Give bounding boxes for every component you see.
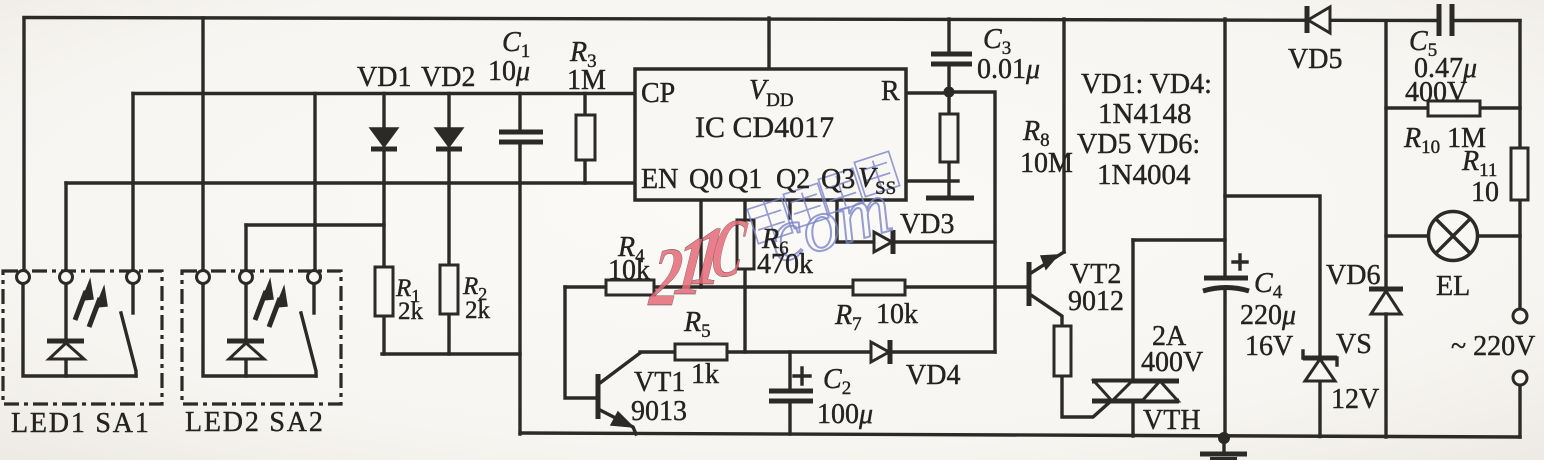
svg-text:CP: CP [641,78,675,109]
svg-text:C4: C4 [1254,268,1283,303]
svg-text:VDD: VDD [749,75,794,111]
svg-text:10k: 10k [876,299,918,330]
svg-text:IC CD4017: IC CD4017 [695,111,834,144]
svg-text:LED1 SA1: LED1 SA1 [11,408,151,439]
svg-text:VT2: VT2 [1070,259,1121,290]
svg-text:VTH: VTH [1143,405,1201,436]
svg-text:EL: EL [1436,271,1470,302]
svg-text:220μ: 220μ [1240,300,1296,331]
svg-text:9012: 9012 [1068,286,1124,317]
svg-text:2k: 2k [465,297,491,324]
svg-text:VD1: VD1 [357,62,411,93]
svg-text:Q1: Q1 [728,164,762,195]
svg-text:1M: 1M [567,65,606,96]
svg-text:R: R [881,76,900,107]
svg-text:400V: 400V [1141,347,1203,378]
svg-text:9013: 9013 [631,396,687,427]
svg-text:10M: 10M [1020,148,1073,179]
svg-text:~ 220V: ~ 220V [1451,331,1535,362]
svg-text:VD2: VD2 [421,62,475,93]
svg-text:R7: R7 [834,300,862,335]
svg-text:Q2: Q2 [776,164,810,195]
svg-text:Q0: Q0 [689,164,723,195]
svg-text:100μ: 100μ [817,399,873,430]
svg-text:VD5 VD6:: VD5 VD6: [1077,129,1200,160]
svg-text:LED2 SA2: LED2 SA2 [185,407,325,438]
svg-text:VD3: VD3 [900,209,954,240]
svg-text:10k: 10k [608,255,650,286]
svg-text:C2: C2 [823,364,851,399]
svg-text:12V: 12V [1331,384,1379,415]
svg-text:Q3: Q3 [821,164,855,195]
svg-text:470k: 470k [757,249,813,280]
svg-text:C3: C3 [983,24,1011,59]
svg-text:EN: EN [641,164,678,195]
svg-text:VD6: VD6 [1326,260,1380,291]
svg-text:1k: 1k [691,359,719,390]
svg-text:0.01μ: 0.01μ [977,54,1040,85]
svg-text:VT1: VT1 [634,367,685,398]
svg-text:2A: 2A [1152,321,1187,352]
svg-text:0.47μ: 0.47μ [1414,53,1477,84]
svg-text:10μ: 10μ [488,56,530,87]
svg-text:VS: VS [1336,329,1372,360]
svg-text:R3: R3 [569,37,597,72]
svg-text:2k: 2k [398,298,424,325]
svg-text:R10 1M: R10 1M [1403,123,1486,158]
svg-text:10: 10 [1471,177,1499,208]
svg-text:VSS: VSS [858,163,896,199]
svg-text:VD4: VD4 [906,360,960,391]
svg-text:16V: 16V [1245,331,1293,362]
svg-text:1N4148: 1N4148 [1098,98,1191,130]
svg-text:1N4004: 1N4004 [1097,159,1191,191]
svg-text:400V: 400V [1405,77,1467,108]
svg-text:VD1: VD4:: VD1: VD4: [1081,69,1212,100]
svg-text:VD5: VD5 [1288,44,1342,75]
